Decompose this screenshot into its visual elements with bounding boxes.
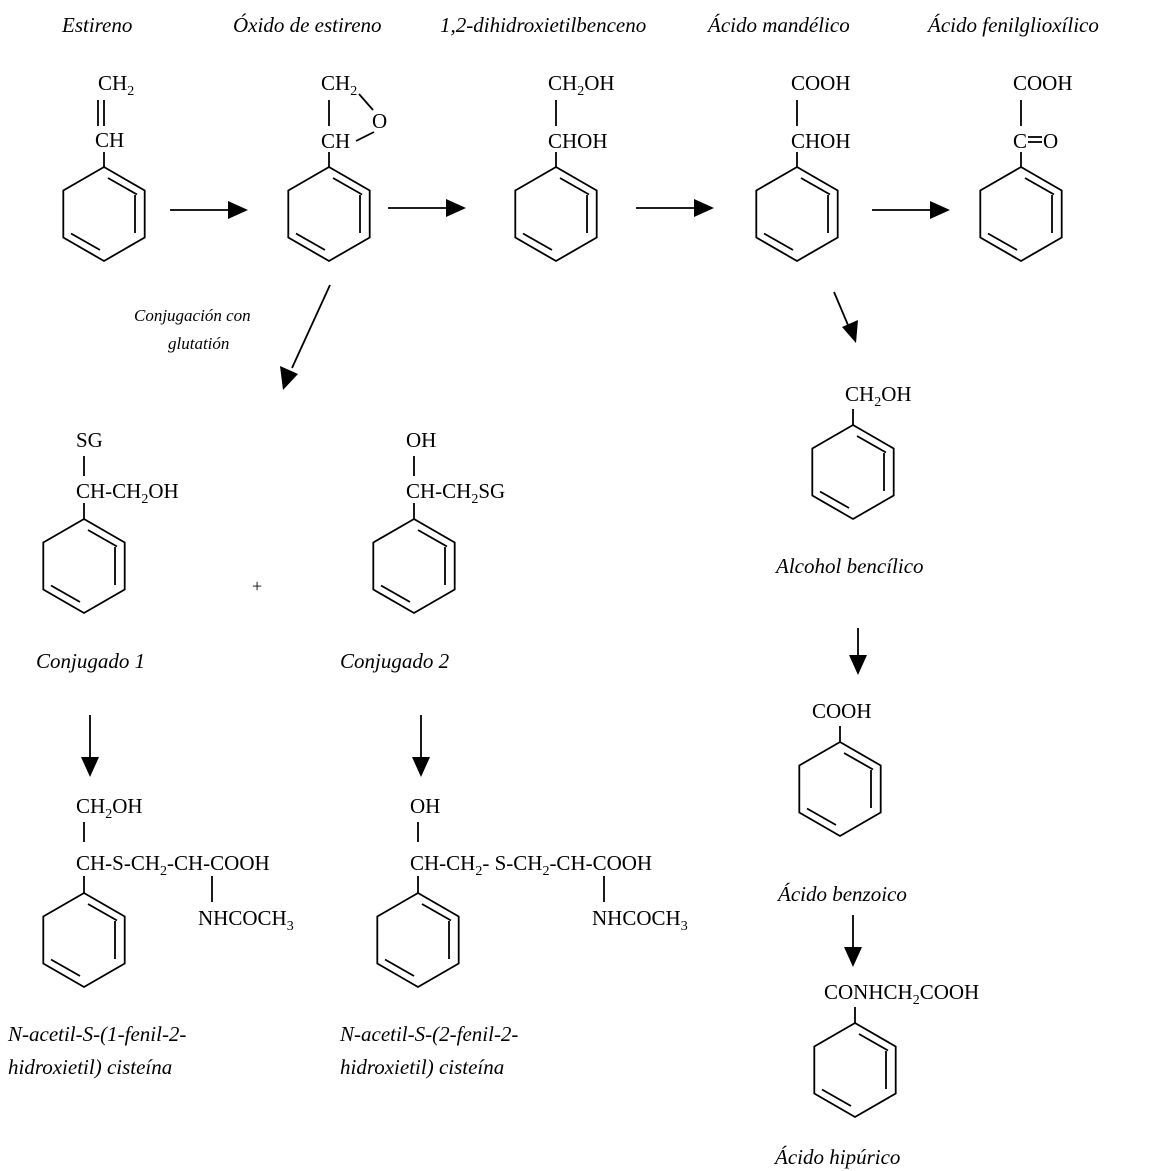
label-acido-mandelico: Ácido mandélico xyxy=(706,13,850,37)
svg-text:CHOH: CHOH xyxy=(791,129,851,153)
arrow-benzoico-to-hipurico xyxy=(844,915,862,967)
molecule-acido-hipurico: CONHCH2COOH xyxy=(813,980,979,1118)
label-glutation: glutatión xyxy=(168,334,229,353)
molecule-acido-fenilglioxilico: COOH C O xyxy=(979,71,1073,262)
svg-text:CH2OH: CH2OH xyxy=(548,71,615,99)
svg-text:NHCOCH3: NHCOCH3 xyxy=(592,906,688,934)
svg-text:CH2OH: CH2OH xyxy=(845,382,912,410)
molecule-acido-mandelico: COOH CHOH xyxy=(755,71,851,262)
svg-text:O: O xyxy=(372,109,387,133)
label-nacetil-2-line1: N-acetil-S-(2-fenil-2- xyxy=(339,1022,518,1046)
molecule-nacetil-1: CH2OH CH-S-CH2-CH-COOH NHCOCH3 xyxy=(42,794,294,988)
svg-text:COOH: COOH xyxy=(1013,71,1073,95)
label-nacetil-1-line2: hidroxietil) cisteína xyxy=(8,1055,172,1079)
arrow-alcohol-to-benzoico xyxy=(849,628,867,675)
label-nacetil-1-line1: N-acetil-S-(1-fenil-2- xyxy=(7,1022,186,1046)
arrow-mandelico-to-fenilglioxilico xyxy=(872,201,950,219)
svg-text:NHCOCH3: NHCOCH3 xyxy=(198,906,294,934)
svg-text:CH: CH xyxy=(95,128,124,152)
plus-sign: + xyxy=(252,576,262,596)
svg-text:OH: OH xyxy=(410,794,440,818)
svg-text:SG: SG xyxy=(76,428,103,452)
svg-text:COOH: COOH xyxy=(812,699,872,723)
svg-text:COOH: COOH xyxy=(791,71,851,95)
label-oxido-de-estireno: Óxido de estireno xyxy=(233,13,382,37)
svg-text:CH-CH2- S-CH2-CH-COOH: CH-CH2- S-CH2-CH-COOH xyxy=(410,851,652,879)
svg-text:O: O xyxy=(1043,129,1058,153)
label-acido-fenilglioxilico: Ácido fenilglioxílico xyxy=(926,13,1099,37)
arrow-conjugado2-down xyxy=(412,715,430,777)
label-conjugado-2: Conjugado 2 xyxy=(340,649,450,673)
svg-text:CH2: CH2 xyxy=(321,71,357,99)
label-estireno: Estireno xyxy=(61,13,132,37)
svg-text:CH-CH2SG: CH-CH2SG xyxy=(406,479,505,507)
arrow-dihidroxi-to-mandelico xyxy=(636,199,714,217)
svg-text:CH-CH2OH: CH-CH2OH xyxy=(76,479,179,507)
molecule-acido-benzoico: COOH xyxy=(798,699,882,837)
molecule-oxido-de-estireno: CH2 O CH xyxy=(287,71,387,262)
svg-text:CH-S-CH2-CH-COOH: CH-S-CH2-CH-COOH xyxy=(76,851,270,879)
molecule-conjugado-2: OH CH-CH2SG xyxy=(372,428,505,614)
molecule-alcohol-bencilico: CH2OH xyxy=(811,382,912,520)
svg-text:OH: OH xyxy=(406,428,436,452)
molecule-estireno: CH2 CH xyxy=(62,71,146,262)
arrow-estireno-to-oxido xyxy=(170,201,248,219)
svg-text:CH2: CH2 xyxy=(98,71,134,99)
label-conjugacion-con: Conjugación con xyxy=(134,306,251,325)
molecule-conjugado-1: SG CH-CH2OH xyxy=(42,428,179,614)
label-conjugado-1: Conjugado 1 xyxy=(36,649,145,673)
label-acido-hipurico: Ácido hipúrico xyxy=(773,1145,900,1169)
svg-text:C: C xyxy=(1013,129,1027,153)
molecule-dihidroxietilbenceno: CH2OH CHOH xyxy=(514,71,615,262)
svg-text:CONHCH2COOH: CONHCH2COOH xyxy=(824,980,979,1008)
svg-text:CH: CH xyxy=(321,129,350,153)
molecule-nacetil-2: OH CH-CH2- S-CH2-CH-COOH NHCOCH3 xyxy=(376,794,688,988)
label-acido-benzoico: Ácido benzoico xyxy=(776,882,907,906)
arrow-conjugacion-glutation: Conjugación con glutatión xyxy=(134,284,331,390)
arrow-conjugado1-down xyxy=(81,715,99,777)
svg-text:CH2OH: CH2OH xyxy=(76,794,143,822)
arrow-oxido-to-dihidroxi xyxy=(388,199,466,217)
arrow-mandelico-to-alcohol xyxy=(833,291,858,343)
svg-text:CHOH: CHOH xyxy=(548,129,608,153)
label-dihidroxietilbenceno: 1,2-dihidroxietilbenceno xyxy=(440,13,646,37)
label-nacetil-2-line2: hidroxietil) cisteína xyxy=(340,1055,504,1079)
label-alcohol-bencilico: Alcohol bencílico xyxy=(774,554,924,578)
